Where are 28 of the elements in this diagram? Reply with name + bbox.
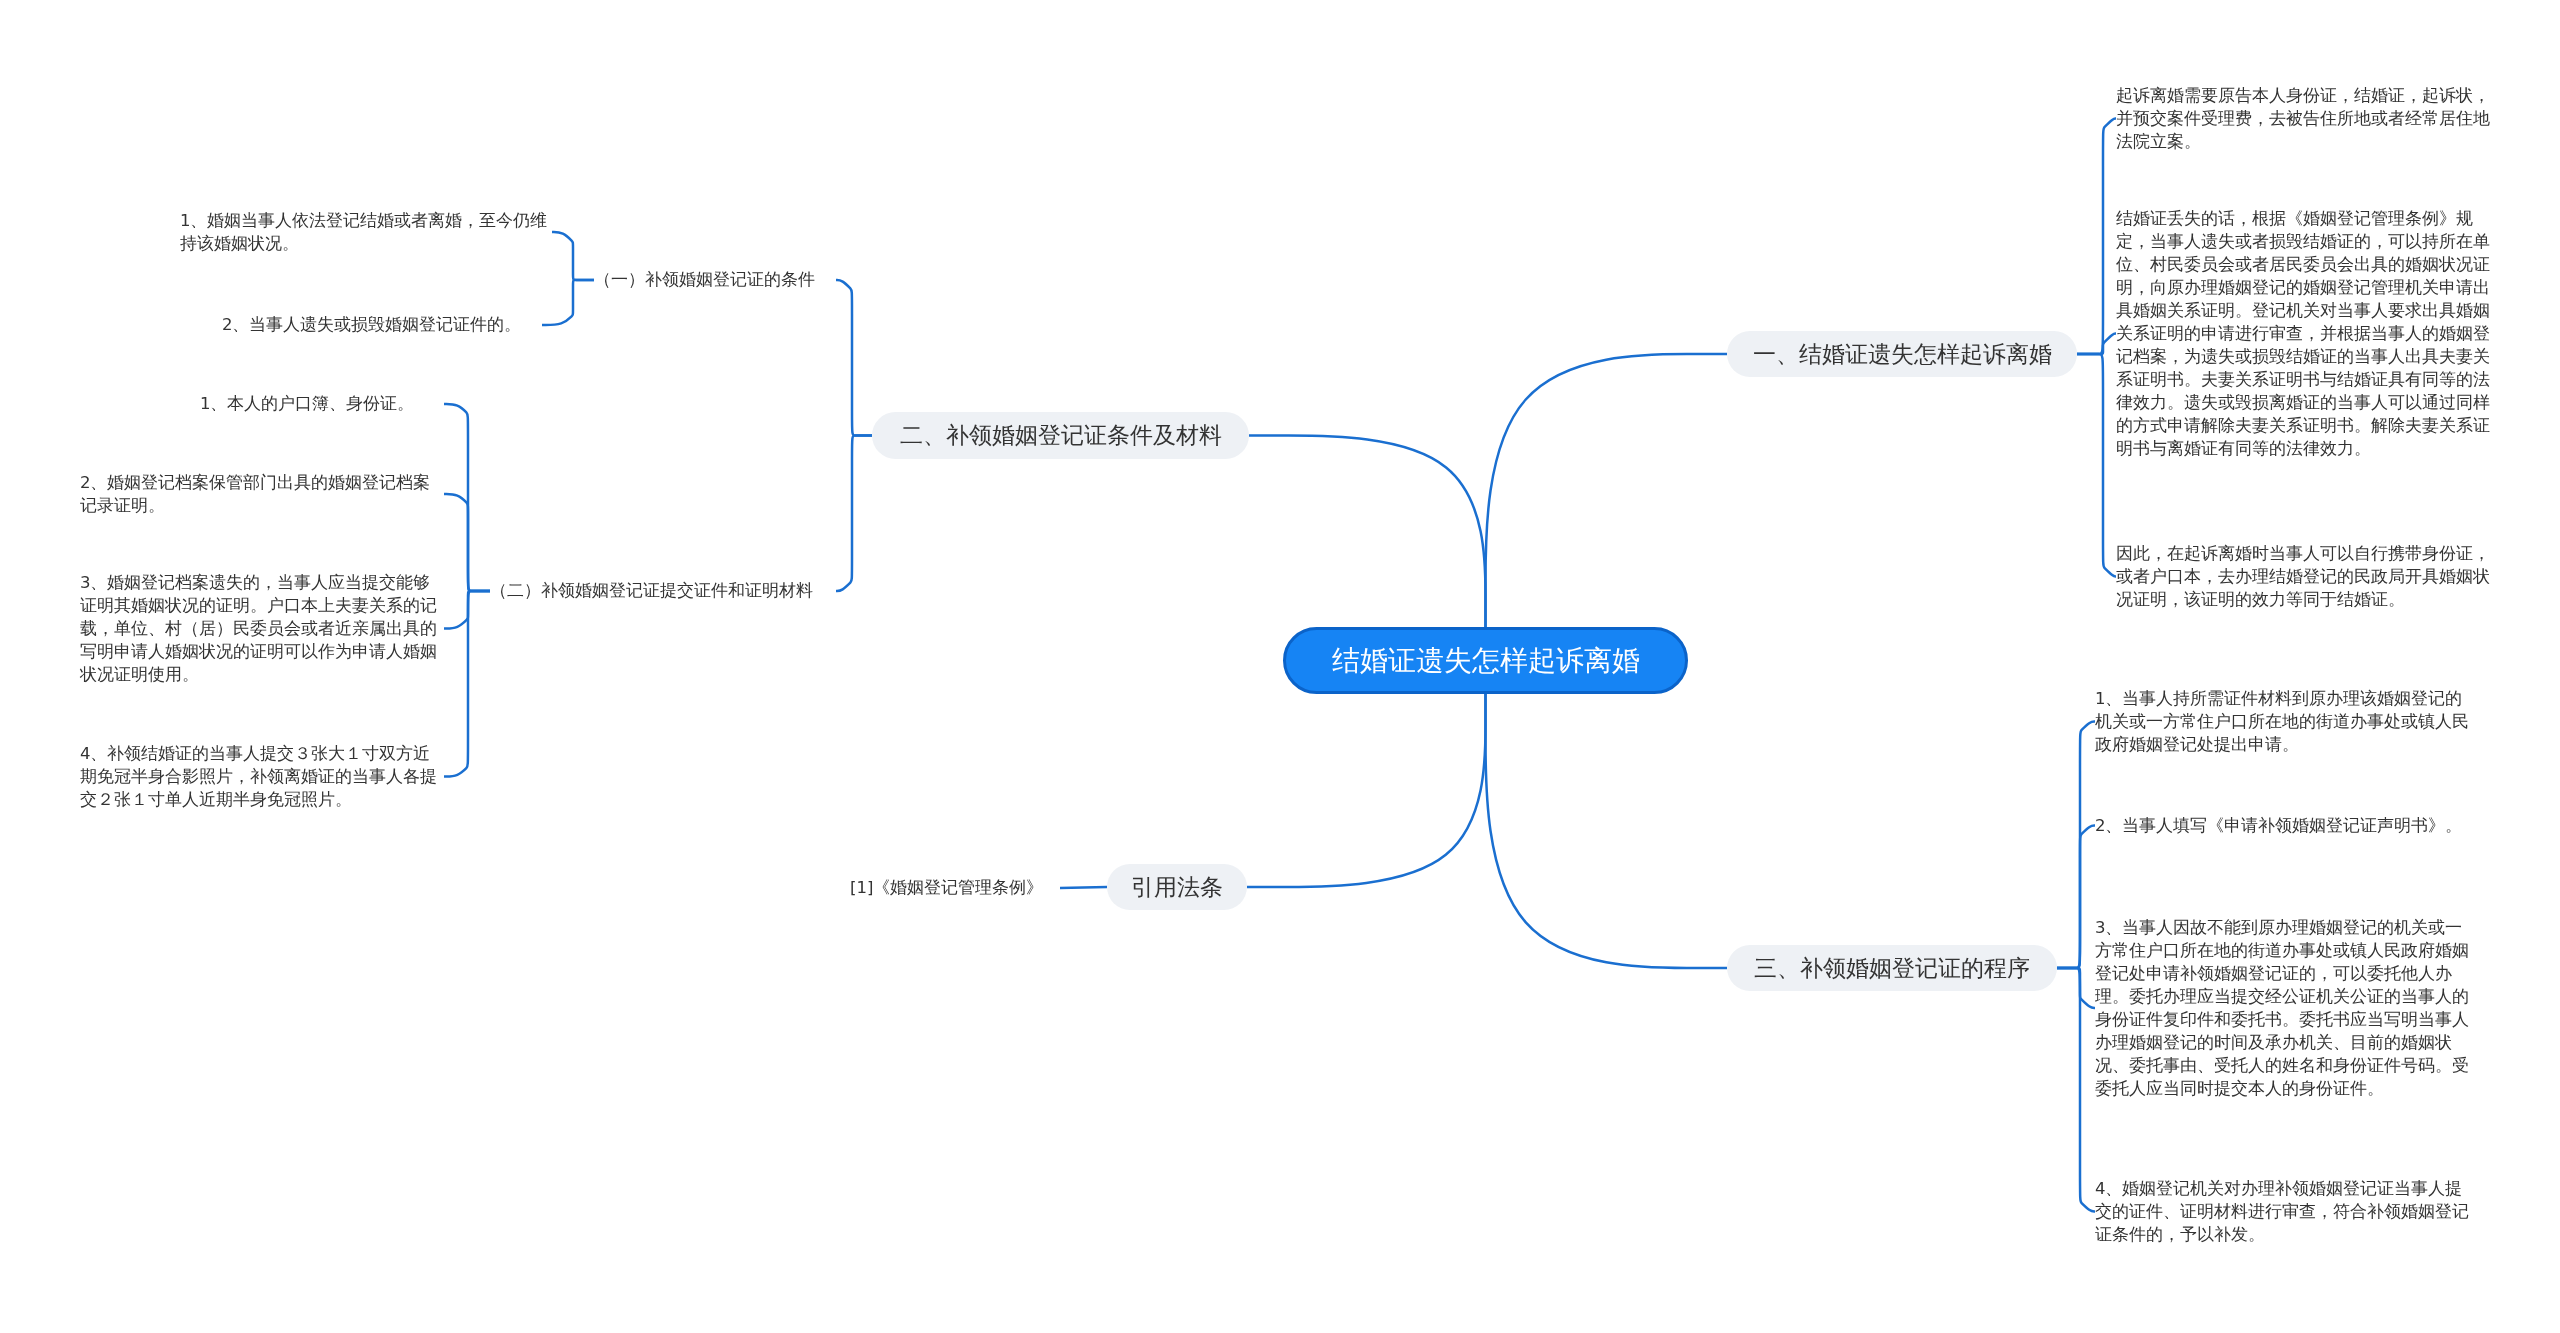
topic-text: （一）补领婚姻登记证的条件 [594,268,836,292]
topic-text: 2、当事人遗失或损毁婚姻登记证件的。 [222,313,542,337]
connector [2077,352,2117,578]
topic-pill: 三、补领婚姻登记证的程序 [1727,945,2057,991]
topic-text: （二）补领婚姻登记证提交证件和证明材料 [490,579,836,603]
topic-text: 1、当事人持所需证件材料到原办理该婚姻登记的机关或一方常住户口所在地的街道办事处或镇人民政府婚姻登记处提出申请。 [2095,687,2470,756]
topic-text: 因此，在起诉离婚时当事人可以自行携带身份证，或者户口本，去办理结婚登记的民政局开具婚姻状况证明，该证明的效力等同于结婚证。 [2116,542,2491,611]
connector [1247,694,1487,889]
topic-text: 起诉离婚需要原告本人身份证，结婚证，起诉状，并预交案件受理费，去被告住所地或者经常居住地法院立案。 [2116,84,2491,153]
topic-text: 3、婚姻登记档案遗失的，当事人应当提交能够证明其婚姻状况的证明。户口本上夫妻关系的记载，单位、村（居）民委员会或者近亲属出具的写明申请人婚姻状况的证明可以作为申请人婚姻状况证明使用。 [80,571,444,686]
central-topic: 结婚证遗失怎样起诉离婚 [1283,627,1688,694]
topic-pill: 一、结婚证遗失怎样起诉离婚 [1727,331,2077,377]
connector [542,278,594,327]
topic-text: 1、婚姻当事人依法登记结婚或者离婚，至今仍维持该婚姻状况。 [180,209,552,255]
topic-text: 2、婚姻登记档案保管部门出具的婚姻登记档案记录证明。 [80,471,444,517]
topic-text: 结婚证丢失的话，根据《婚姻登记管理条例》规定，当事人遗失或者损毁结婚证的，可以持所在单位、村民委员会或者居民委员会出具的婚姻状况证明，向原办理婚姻登记的婚姻登记管理机关申请出具婚姻关系证明。登记机关对当事人要求出具婚姻关系证明的申请进行审查，并根据当事人的婚姻登记档案，为遗失或损毁结婚证的当事人出具夫妻关系证明书。夫妻关系证明书与结婚证具有同等的法律效力。遗失或毁损离婚证的当事人可以通过同样的方式申请解除夫妻关系证明书。解除夫妻关系证明书与离婚证有同等的法律效力。 [2116,207,2491,460]
connector [1059,885,1108,890]
topic-text: 3、当事人因故不能到原办理婚姻登记的机关或一方常住户口所在地的街道办事处或镇人民政府婚姻登记处申请补领婚姻登记证的，可以委托他人办理。委托办理应当提交经公证机关公证的当事人的身份证件复印件和委托书。委托书应当写明当事人办理婚姻登记的时间及承办机关、目前的婚姻状况、委托事由、受托人的姓名和身份证件号码。受委托人应当同时提交本人的身份证件。 [2095,916,2470,1100]
topic-text: 2、当事人填写《申请补领婚姻登记证声明书》。 [2095,814,2470,837]
connector [2057,966,2096,1213]
connector [1249,434,1487,627]
connector [835,434,872,593]
topic-pill: 二、补领婚姻登记证条件及材料 [872,412,1249,459]
topic-text: 4、补领结婚证的当事人提交３张大１寸双方近期免冠半身合影照片，补领离婚证的当事人各提交２张１寸单人近期半身免冠照片。 [80,742,444,811]
topic-text: 1、本人的户口簿、身份证。 [200,392,444,416]
topic-text: [1]《婚姻登记管理条例》 [850,876,1060,900]
topic-pill: 引用法条 [1107,864,1247,910]
topic-text: 4、婚姻登记机关对办理补领婚姻登记证当事人提交的证件、证明材料进行审查，符合补领婚姻登记证条件的，予以补发。 [2095,1177,2470,1246]
